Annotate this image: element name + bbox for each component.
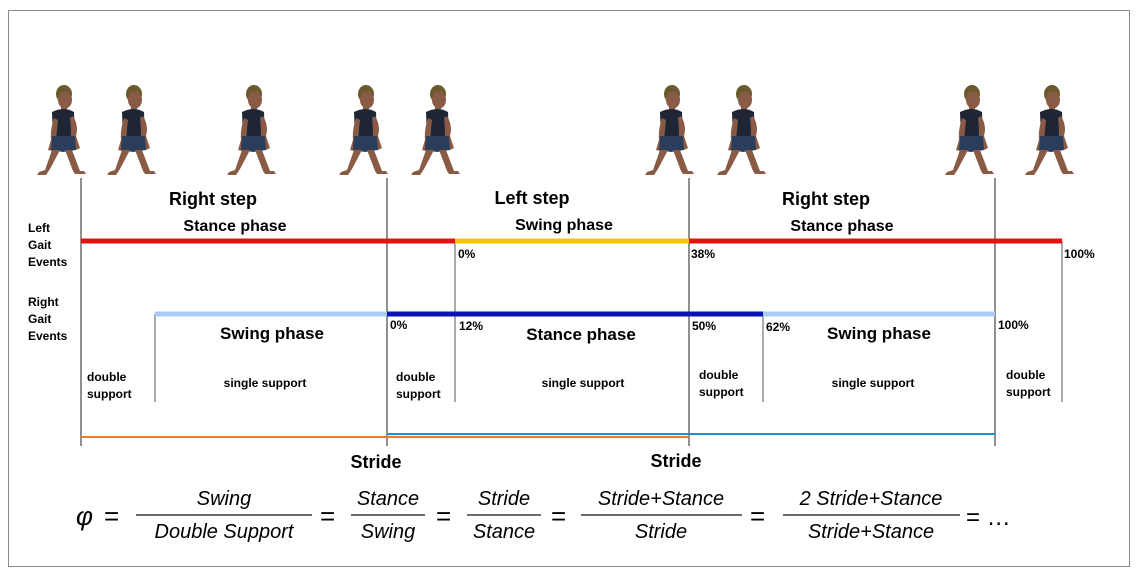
- percent-marker: 50%: [692, 319, 716, 333]
- diagram-border: [8, 10, 1130, 567]
- walking-person-figure: [107, 85, 156, 175]
- double-support-label: double: [396, 370, 436, 384]
- fraction-numerator: 2 Stride+Stance: [799, 488, 943, 510]
- walking-person-figure: [411, 85, 460, 175]
- fraction-numerator: Swing: [197, 488, 251, 510]
- fraction-denominator: Swing: [361, 521, 415, 543]
- right-phase-label: Stance phase: [526, 325, 636, 344]
- percent-marker: 0%: [458, 247, 476, 261]
- fraction-numerator: Stride: [478, 488, 530, 510]
- left-phase-label: Stance phase: [790, 218, 893, 235]
- double-support-label: support: [396, 387, 441, 401]
- stride-bars: [81, 433, 995, 438]
- left-phase-label: Swing phase: [515, 217, 613, 234]
- single-support-label: single support: [224, 376, 307, 390]
- walking-person-figure: [1025, 85, 1074, 175]
- double-support-label: support: [87, 387, 132, 401]
- equals-sign: =: [104, 501, 119, 531]
- single-support-label: single support: [832, 376, 915, 390]
- step-header-left: Left step: [494, 188, 569, 208]
- walking-person-figure: [717, 85, 766, 175]
- percent-marker: 62%: [766, 320, 790, 334]
- double-support-label: double: [87, 370, 127, 384]
- percent-marker: 100%: [998, 318, 1029, 332]
- double-support-label: double: [1006, 368, 1046, 382]
- fraction-denominator: Stance: [473, 521, 535, 543]
- ratio-formula: φ = Swing Double Support = Stance Swing …: [76, 488, 1011, 543]
- support-labels: double support single support double sup…: [87, 368, 1051, 401]
- walking-person-figure: [945, 85, 994, 175]
- equals-sign: =: [436, 501, 451, 531]
- fraction-numerator: Stride+Stance: [598, 488, 724, 510]
- step-header-right-1: Right step: [169, 189, 257, 209]
- row-label-line: Gait: [28, 312, 51, 326]
- equals-sign: =: [551, 501, 566, 531]
- double-support-label: support: [699, 385, 744, 399]
- percent-marker: 100%: [1064, 247, 1095, 261]
- left-phase-label: Stance phase: [183, 218, 286, 235]
- walking-person-figure: [645, 85, 694, 175]
- fraction-numerator: Stance: [357, 488, 419, 510]
- single-support-label: single support: [542, 376, 625, 390]
- right-gait-label: Right Gait Events: [28, 295, 68, 343]
- stride-label: Stride: [650, 451, 701, 471]
- equals-sign: =: [750, 501, 765, 531]
- walking-person-figure: [339, 85, 388, 175]
- row-label-line: Events: [28, 329, 68, 343]
- percent-marker: 0%: [390, 318, 408, 332]
- equals-sign: =: [320, 501, 335, 531]
- right-markers: 0% 12% 50% 62% 100%: [390, 318, 1029, 334]
- double-support-label: double: [699, 368, 739, 382]
- walking-person-figure: [227, 85, 276, 175]
- row-label-line: Right: [28, 295, 59, 309]
- fraction-denominator: Double Support: [155, 521, 295, 543]
- phi-symbol: φ: [76, 501, 93, 531]
- fraction-denominator: Stride: [635, 521, 687, 543]
- right-phase-label: Swing phase: [827, 324, 931, 343]
- step-header-right-2: Right step: [782, 189, 870, 209]
- walking-figures-row: [37, 85, 1074, 175]
- double-support-label: support: [1006, 385, 1051, 399]
- equals-ellipsis: = …: [966, 504, 1011, 531]
- right-phase-label: Swing phase: [220, 324, 324, 343]
- fraction-denominator: Stride+Stance: [808, 521, 934, 543]
- stride-label: Stride: [350, 452, 401, 472]
- left-gait-label: Left Gait Events: [28, 221, 68, 269]
- row-label-line: Events: [28, 255, 68, 269]
- percent-marker: 12%: [459, 319, 483, 333]
- percent-marker: 38%: [691, 247, 715, 261]
- left-markers: 0% 38% 100%: [458, 247, 1095, 261]
- row-label-line: Gait: [28, 238, 51, 252]
- row-label-line: Left: [28, 221, 50, 235]
- walking-person-figure: [37, 85, 86, 175]
- event-ticks: [154, 241, 1063, 402]
